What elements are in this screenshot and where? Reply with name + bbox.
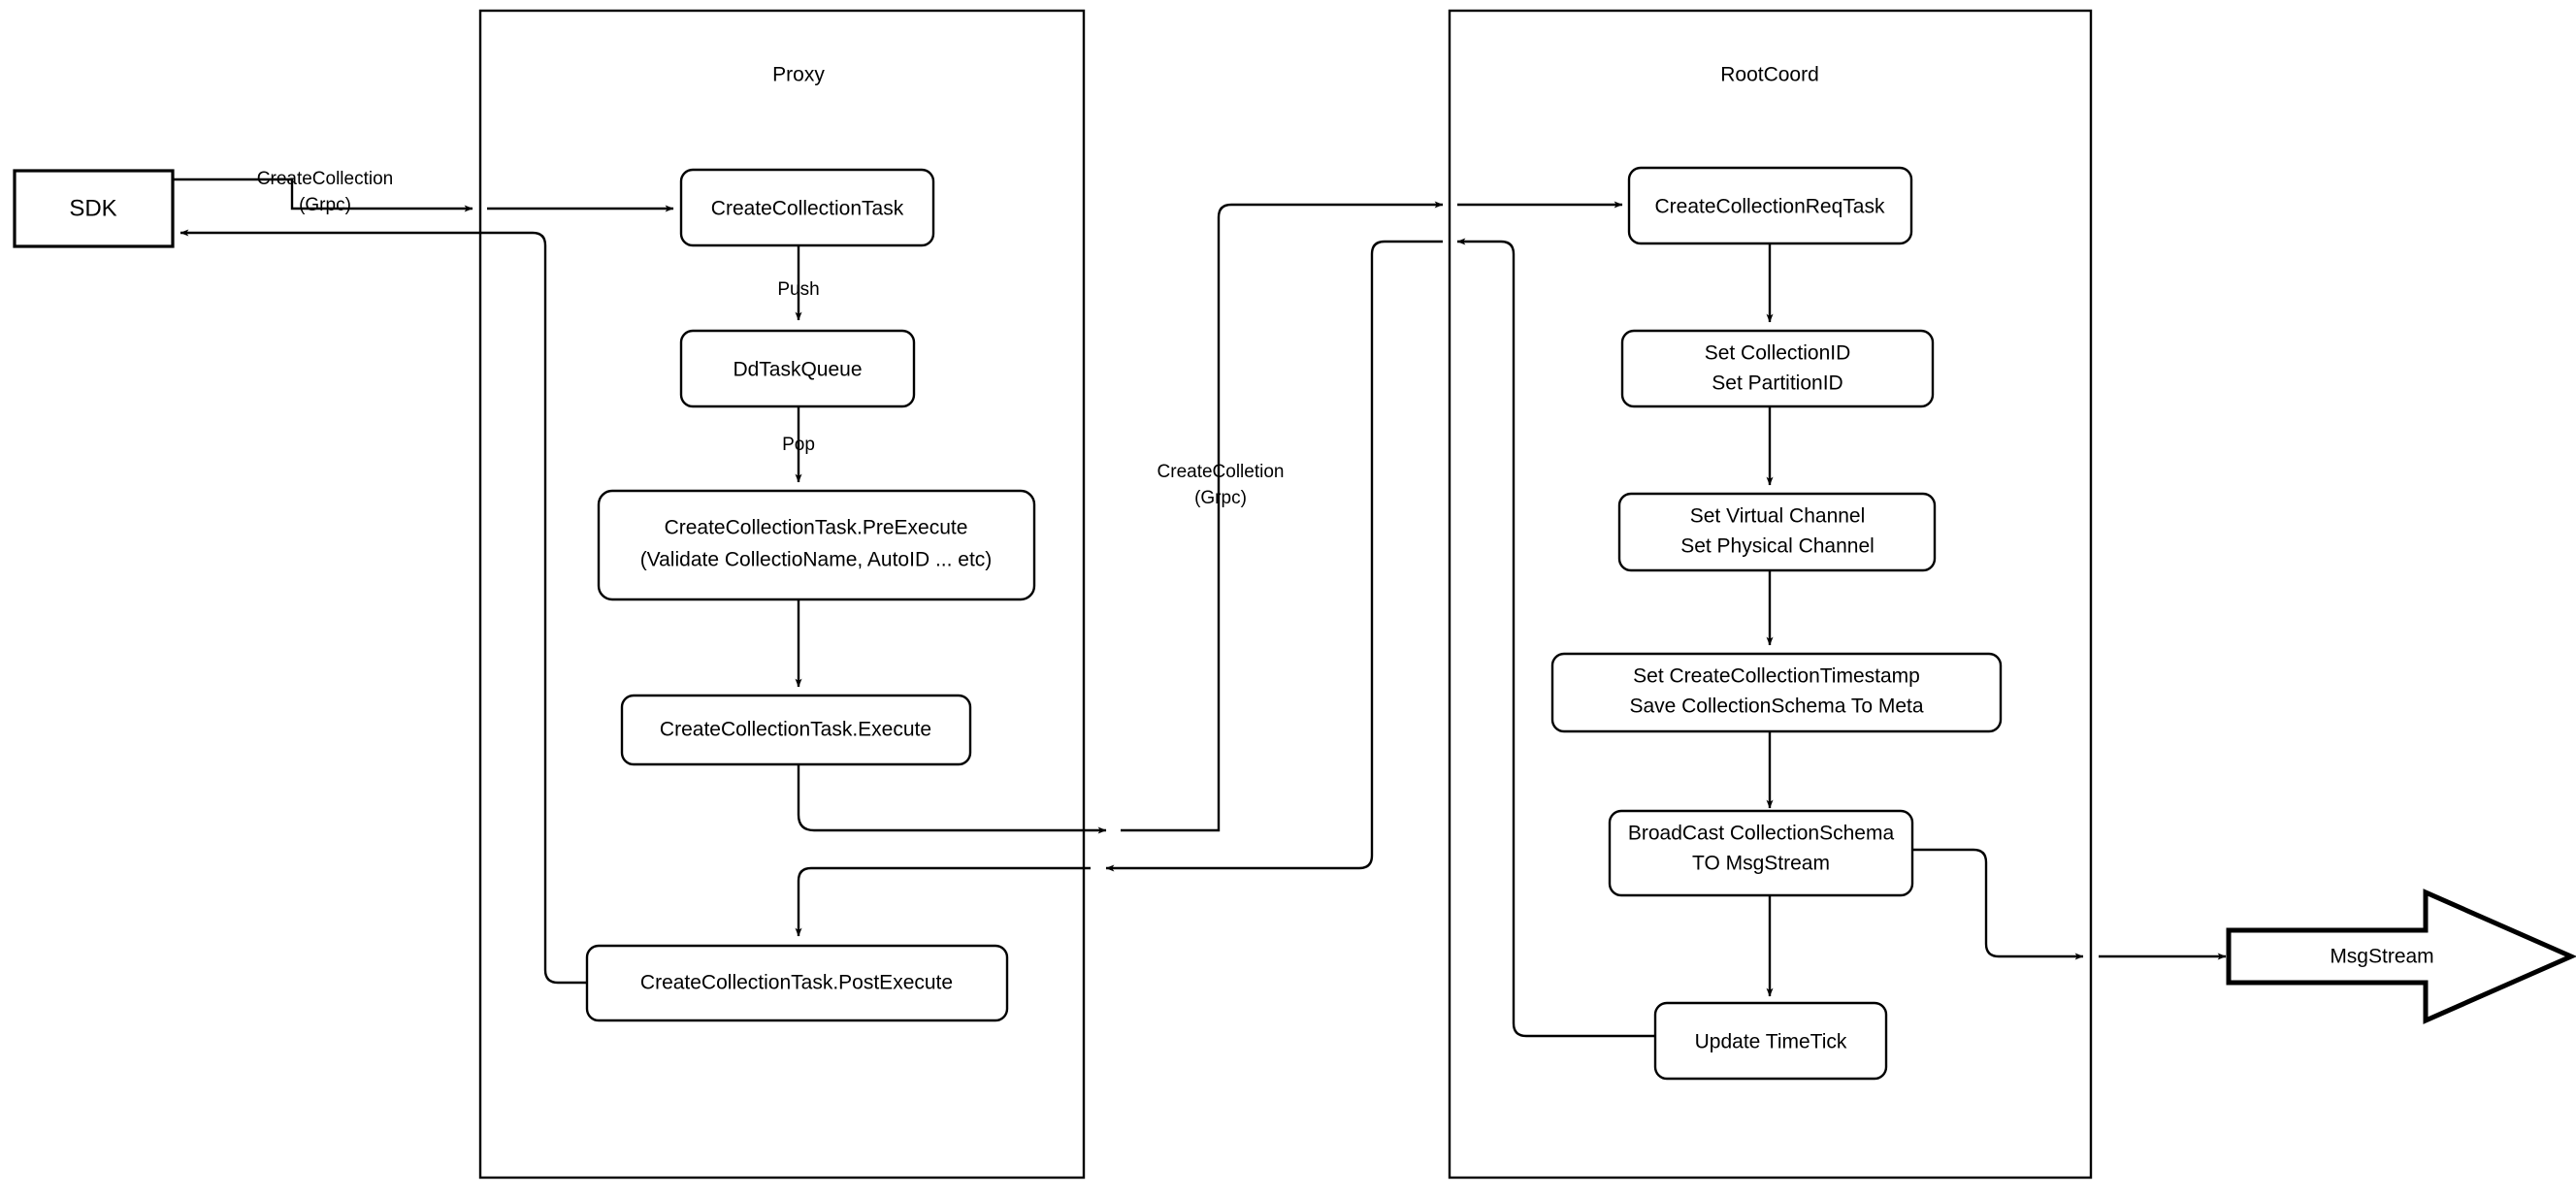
edge-return-to-postexecute (795, 866, 1091, 937)
dd-task-queue-box[interactable] (679, 329, 916, 408)
pre-execute-box[interactable] (597, 489, 1036, 601)
proxy-container-title: Proxy (772, 64, 825, 86)
node-dd-task-queue[interactable]: DdTaskQueue (679, 329, 916, 408)
edge-rootcoord-return-to-proxy (1105, 240, 1443, 872)
broadcast-box[interactable] (1608, 809, 1914, 897)
pre-execute-line2: (Validate CollectioName, AutoID ... etc) (640, 549, 993, 571)
node-set-channels[interactable]: Set Virtual Channel Set Physical Channel (1617, 492, 1937, 572)
execute-label: CreateCollectionTask.Execute (660, 719, 931, 741)
set-ids-box[interactable] (1620, 329, 1935, 408)
edge-broadcast-to-msgstream-out (1911, 848, 2084, 960)
broadcast-line1: BroadCast CollectionSchema (1628, 823, 1895, 845)
set-channels-line2: Set Physical Channel (1680, 535, 1875, 558)
broadcast-line2: TO MsgStream (1692, 853, 1830, 875)
node-msgstream[interactable]: MsgStream (2226, 889, 2576, 1024)
rootcoord-container-title: RootCoord (1720, 64, 1819, 86)
node-broadcast[interactable]: BroadCast CollectionSchema TO MsgStream (1608, 809, 1914, 897)
edge-timetick-to-rootcoord-return (1456, 238, 1655, 1038)
create-collection-req-task-label: CreateCollectionReqTask (1655, 196, 1885, 218)
update-timetick-label: Update TimeTick (1695, 1031, 1847, 1053)
set-ids-line1: Set CollectionID (1705, 342, 1851, 365)
edge-label-pop: Pop (782, 435, 815, 455)
sdk-to-proxy-line1: CreateCollection (257, 169, 393, 189)
set-channels-box[interactable] (1617, 492, 1937, 572)
dd-task-queue-label: DdTaskQueue (733, 359, 862, 381)
set-ids-line2: Set PartitionID (1712, 372, 1842, 395)
create-collection-task-label: CreateCollectionTask (711, 198, 904, 220)
edge-label-proxy-to-rootcoord: CreateColletion (Grpc) (1158, 462, 1285, 508)
create-collection-task-box[interactable] (679, 168, 935, 247)
create-collection-req-task-box[interactable] (1627, 166, 1913, 245)
node-execute[interactable]: CreateCollectionTask.Execute (620, 694, 972, 766)
msgstream-block-arrow[interactable] (2226, 889, 2576, 1024)
set-timestamp-box[interactable] (1550, 652, 2003, 733)
msgstream-label: MsgStream (2330, 946, 2433, 968)
set-timestamp-line2: Save CollectionSchema To Meta (1629, 696, 1923, 718)
proxy-to-rootcoord-line2: (Grpc) (1194, 488, 1247, 508)
node-pre-execute[interactable]: CreateCollectionTask.PreExecute (Validat… (597, 489, 1036, 601)
edge-sdk-to-proxy-boundary (173, 178, 473, 212)
edge-grpc-to-rootcoord-boundary (1121, 201, 1444, 832)
node-create-collection-task[interactable]: CreateCollectionTask (679, 168, 935, 247)
post-execute-label: CreateCollectionTask.PostExecute (640, 972, 953, 994)
pre-execute-line1: CreateCollectionTask.PreExecute (665, 517, 968, 539)
sdk-label: SDK (69, 195, 116, 221)
node-set-ids[interactable]: Set CollectionID Set PartitionID (1620, 329, 1935, 408)
execute-box[interactable] (620, 694, 972, 766)
edge-postexecute-to-return (514, 231, 587, 985)
node-post-execute[interactable]: CreateCollectionTask.PostExecute (585, 944, 1009, 1022)
edge-execute-to-grpc-out (797, 764, 1107, 834)
set-channels-line1: Set Virtual Channel (1690, 505, 1866, 528)
node-set-timestamp[interactable]: Set CreateCollectionTimestamp Save Colle… (1550, 652, 2003, 733)
node-create-collection-req-task[interactable]: CreateCollectionReqTask (1627, 166, 1913, 245)
node-update-timetick[interactable]: Update TimeTick (1653, 1001, 1888, 1081)
set-timestamp-line1: Set CreateCollectionTimestamp (1633, 665, 1920, 688)
update-timetick-box[interactable] (1653, 1001, 1888, 1081)
sdk-box[interactable] (13, 169, 175, 248)
edge-label-sdk-to-proxy: CreateCollection (Grpc) (257, 169, 393, 215)
sdk-to-proxy-line2: (Grpc) (299, 195, 351, 215)
edge-label-push: Push (777, 279, 819, 300)
proxy-to-rootcoord-line1: CreateColletion (1158, 462, 1285, 482)
post-execute-box[interactable] (585, 944, 1009, 1022)
node-sdk[interactable]: SDK (13, 169, 175, 248)
